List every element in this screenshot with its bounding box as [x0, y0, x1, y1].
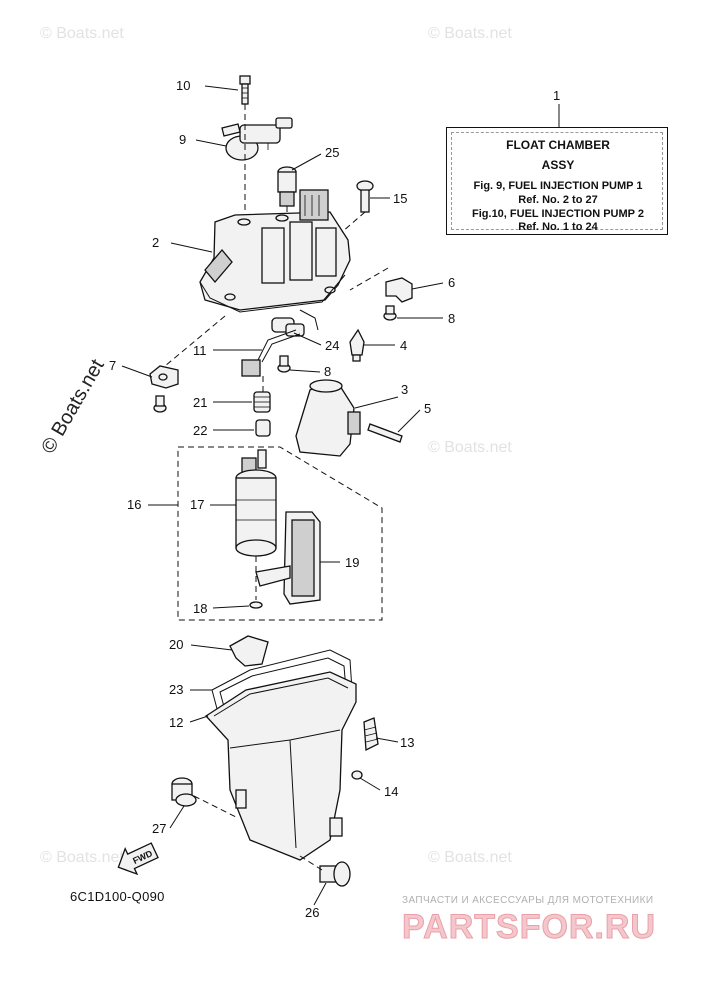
part-19-fuel-filter — [255, 511, 321, 605]
callout-21: 21 — [193, 395, 207, 410]
part-27-grommet — [171, 777, 197, 807]
callout-4: 4 — [400, 338, 407, 353]
part-26-drain-screw — [319, 861, 351, 887]
part-14-o-ring — [351, 770, 363, 780]
brand-tagline: ЗАПЧАСТИ И АКСЕССУАРЫ ДЛЯ МОТОТЕХНИКИ — [402, 895, 654, 906]
watermark-bottom-right: © Boats.net — [428, 849, 512, 866]
part-20-retainer — [229, 635, 269, 667]
callout-14: 14 — [384, 784, 398, 799]
callout-22: 22 — [193, 423, 207, 438]
ref-range-1: Ref. No. 2 to 27 — [518, 194, 598, 206]
assembly-subtitle: ASSY — [541, 158, 575, 172]
brand-logo: PARTSFOR.RU — [402, 908, 657, 947]
part-22-collar — [255, 419, 271, 437]
ref-range-2: Ref. No. 1 to 24 — [518, 221, 598, 233]
callout-12: 12 — [169, 715, 183, 730]
callout-5: 5 — [424, 401, 431, 416]
fwd-direction-arrow: FWD — [117, 842, 159, 876]
figure-reference-2: Fig.10, FUEL INJECTION PUMP 2 — [472, 208, 644, 220]
callout-25: 25 — [325, 145, 339, 160]
callout-8-lower: 8 — [324, 364, 331, 379]
part-25-fuel-fitting — [277, 166, 297, 207]
callout-8-upper: 8 — [448, 311, 455, 326]
part-2-float-chamber-cover — [199, 189, 351, 313]
part-10-bolt — [239, 75, 251, 105]
part-8-screw-upper — [383, 305, 397, 321]
part-5-pin — [367, 423, 403, 443]
part-16-pump-assembly-boundary — [177, 446, 383, 621]
callout-3: 3 — [401, 382, 408, 397]
callout-13: 13 — [400, 735, 414, 750]
callout-20: 20 — [169, 637, 183, 652]
callout-26: 26 — [305, 905, 319, 920]
callout-9: 9 — [179, 132, 186, 147]
callout-6: 6 — [448, 275, 455, 290]
part-8-screw-lower — [277, 355, 291, 373]
watermark-rotated: © Boats.net — [37, 355, 109, 457]
callout-27: 27 — [152, 821, 166, 836]
part-7-screw — [153, 395, 167, 413]
callout-17: 17 — [190, 497, 204, 512]
brand-watermark: ЗАПЧАСТИ И АКСЕССУАРЫ ДЛЯ МОТОТЕХНИКИ PA… — [402, 895, 702, 947]
watermark-top-right: © Boats.net — [428, 25, 512, 42]
figure-reference-1: Fig. 9, FUEL INJECTION PUMP 1 — [473, 180, 643, 192]
part-17-fuel-pump — [235, 449, 277, 557]
part-12-float-chamber — [205, 671, 357, 861]
part-7-plate — [149, 365, 179, 389]
callout-23: 23 — [169, 682, 183, 697]
title-box-inner-border — [451, 132, 663, 230]
callout-1: 1 — [553, 88, 560, 103]
callout-16: 16 — [127, 497, 141, 512]
callout-7: 7 — [109, 358, 116, 373]
diagram-code: 6C1D100-Q090 — [70, 889, 165, 904]
watermark-mid-right: © Boats.net — [428, 439, 512, 456]
callout-11: 11 — [193, 343, 207, 358]
callout-10: 10 — [176, 78, 190, 93]
part-4-temperature-sensor — [349, 328, 365, 362]
part-13-adjusting-screw — [363, 717, 379, 752]
part-9-pressure-sensor — [221, 117, 293, 161]
callout-2: 2 — [152, 235, 159, 250]
callout-15: 15 — [393, 191, 407, 206]
part-11-wire-harness — [241, 309, 319, 377]
assembly-title-box: FLOAT CHAMBER ASSY Fig. 9, FUEL INJECTIO… — [446, 127, 668, 235]
part-15-screw — [356, 180, 374, 213]
callout-19: 19 — [345, 555, 359, 570]
callout-18: 18 — [193, 601, 207, 616]
watermark-bottom-left: © Boats.net — [40, 849, 124, 866]
watermark-top-left: © Boats.net — [40, 25, 124, 42]
part-6-bracket — [385, 277, 413, 303]
part-18-clip — [249, 601, 263, 609]
part-3-cover — [295, 379, 361, 457]
part-21-damper — [253, 391, 271, 413]
assembly-title: FLOAT CHAMBER — [506, 138, 610, 152]
callout-24: 24 — [325, 338, 339, 353]
